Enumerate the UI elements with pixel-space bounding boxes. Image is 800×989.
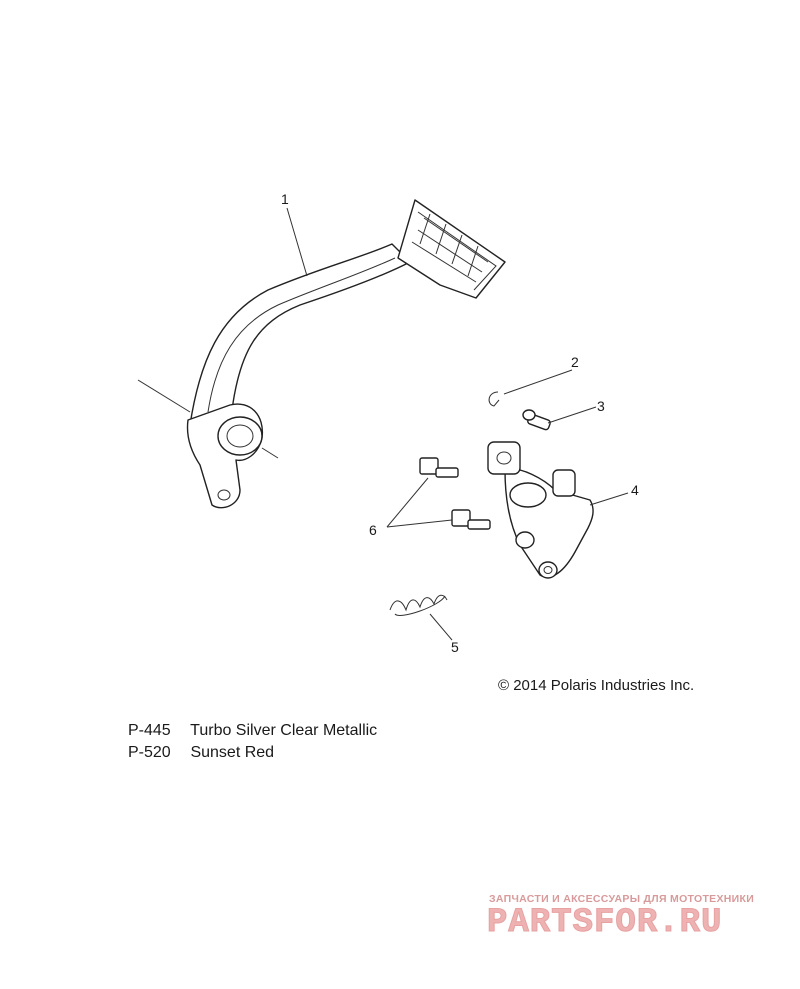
callout-numbers: 1 2 3 4 5 6 (281, 191, 639, 655)
paint-name: Sunset Red (190, 744, 275, 761)
callout-1: 1 (281, 191, 289, 207)
watermark-logo: PARTSFOR.RU (486, 904, 723, 943)
callout-3: 3 (597, 398, 605, 414)
flange-bolts (419, 457, 491, 530)
leader-lines (286, 207, 629, 641)
watermark-tagline: ЗАПЧАСТИ И АКСЕССУАРЫ ДЛЯ МОТОТЕХНИКИ (489, 893, 755, 905)
master-cylinder (487, 441, 594, 579)
paint-legend: P-445 Turbo Silver Clear Metallic P-520 … (128, 720, 377, 764)
paint-name: Turbo Silver Clear Metallic (190, 722, 378, 739)
paint-code: P-445 (128, 722, 171, 739)
clevis-pin (522, 409, 551, 431)
callout-6: 6 (369, 522, 377, 538)
retaining-clip (488, 391, 500, 407)
return-spring (389, 594, 448, 616)
copyright-notice: © 2014 Polaris Industries Inc. (498, 677, 695, 694)
legend-row: P-520 Sunset Red (128, 742, 377, 764)
callout-5: 5 (451, 639, 459, 655)
callout-2: 2 (571, 354, 579, 370)
callout-4: 4 (631, 482, 639, 498)
brake-pedal-lever (137, 199, 506, 509)
legend-row: P-445 Turbo Silver Clear Metallic (128, 720, 377, 742)
paint-code: P-520 (128, 744, 171, 761)
